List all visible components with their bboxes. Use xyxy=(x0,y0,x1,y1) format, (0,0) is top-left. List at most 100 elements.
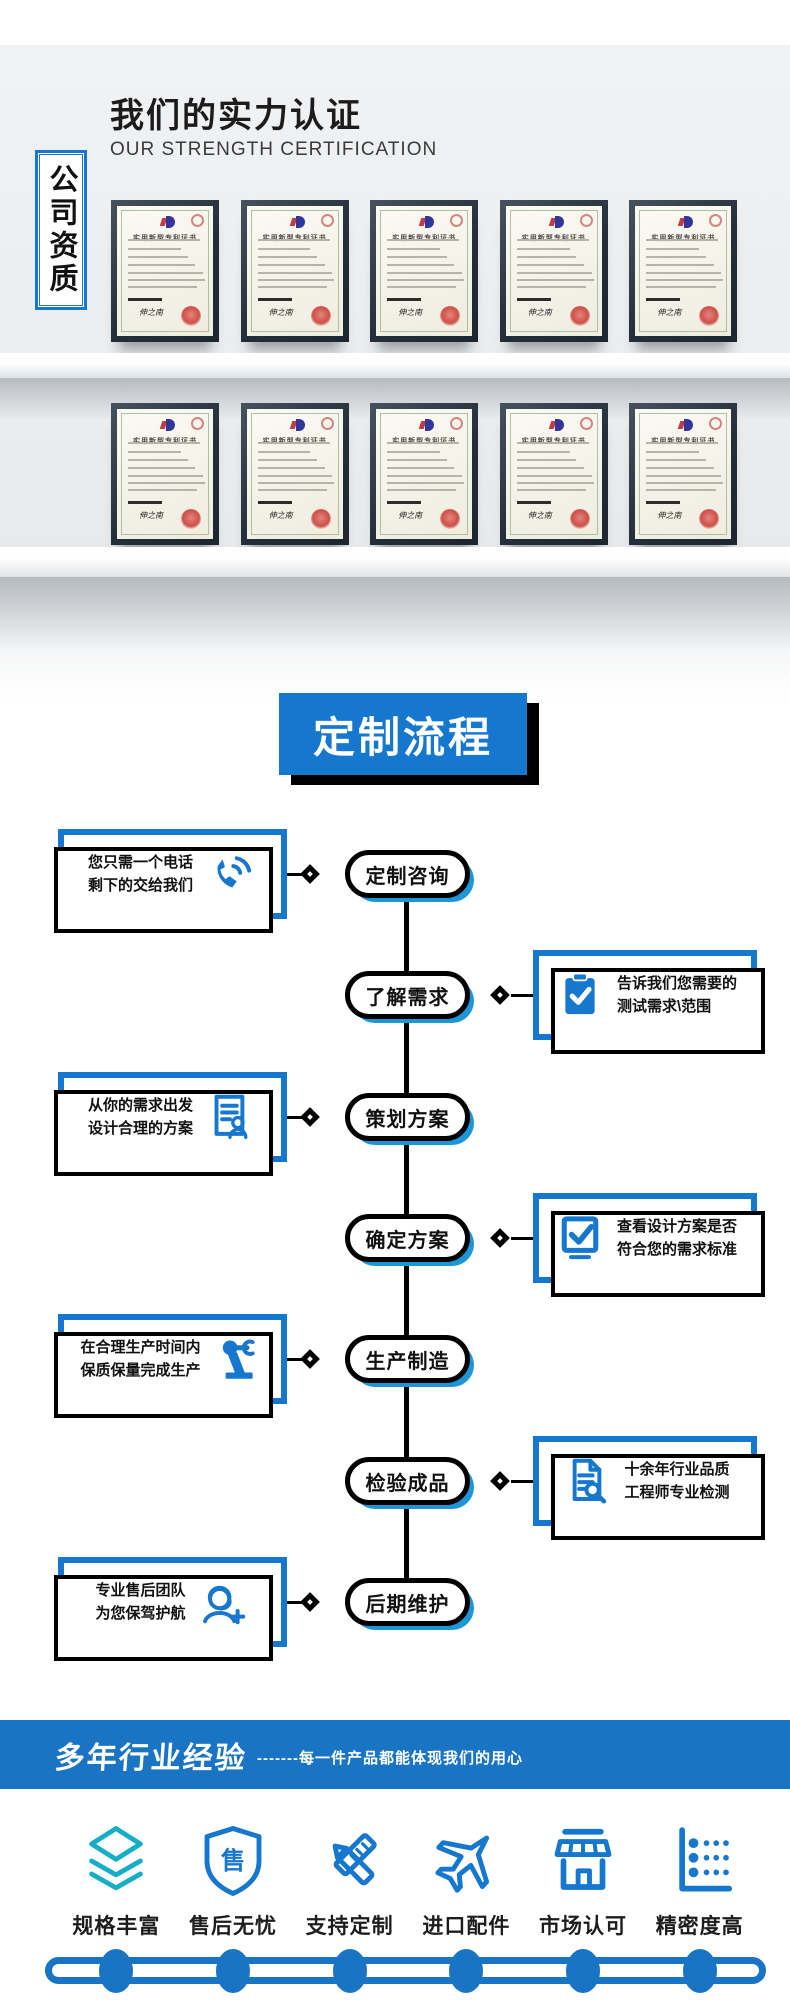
certificate-title: 实用新型专利证书 xyxy=(506,436,602,446)
flow-step-label: 后期维护 xyxy=(365,1593,450,1616)
flow-note-5: 在合理生产时间内保质保量完成生产 xyxy=(54,1314,287,1418)
certificate-paper: 实用新型专利证书 伸之南 xyxy=(117,206,213,336)
diamond-connector-icon xyxy=(490,1471,510,1491)
certificate-signature: 伸之南 xyxy=(657,308,682,317)
feature-list: 规格丰富 售 售后无忧 支持定制 进口配件 市场认可 精密度高 xyxy=(58,1822,758,1940)
flow-note-4: 查看设计方案是否符合您的需求标准 xyxy=(533,1193,765,1297)
store-icon xyxy=(544,1822,622,1900)
flow-note-text: 告诉我们您需要的测试需求\范围 xyxy=(616,974,737,1015)
patent-logo-icon xyxy=(289,216,305,228)
certificate-paper: 实用新型专利证书 伸之南 xyxy=(246,206,343,336)
certificate-signature: 伸之南 xyxy=(527,511,552,520)
patent-logo-icon xyxy=(159,419,175,431)
certificate-signature: 伸之南 xyxy=(398,511,423,520)
shelf-2-shadow xyxy=(0,577,790,652)
stamp-ring-icon xyxy=(450,214,464,227)
clipboard-check-icon xyxy=(553,968,607,1022)
flow-note-3: 从你的需求出发设计合理的方案 xyxy=(54,1072,287,1176)
certificate-frame: 实用新型专利证书 伸之南 xyxy=(499,200,608,342)
certificate-paper: 实用新型专利证书 伸之南 xyxy=(117,409,213,539)
certificate-title: 实用新型专利证书 xyxy=(117,436,213,446)
certificate-paper: 实用新型专利证书 伸之南 xyxy=(376,409,473,539)
flow-step-label: 检验成品 xyxy=(365,1472,450,1495)
diamond-connector-icon xyxy=(300,1349,320,1369)
stamp-ring-icon xyxy=(579,417,593,430)
flow-connector-line xyxy=(404,874,409,1602)
timeline-knob-2 xyxy=(216,1949,250,1993)
certificate-frame: 实用新型专利证书 伸之南 xyxy=(111,200,219,342)
diamond-connector-icon xyxy=(300,1107,320,1127)
certificate-shelf-row-2: 实用新型专利证书 伸之南 实用新型专利证书 伸之南 实用新型专利证书 伸之南 xyxy=(0,403,790,545)
certs-section-title: 我们的实力认证 xyxy=(110,97,362,135)
certificate-signature: 伸之南 xyxy=(139,308,163,317)
experience-banner-title: 多年行业经验 xyxy=(53,1741,248,1775)
patent-logo-icon xyxy=(548,216,564,228)
certificate-paper: 实用新型专利证书 伸之南 xyxy=(246,409,343,539)
feature-label: 售后无忧 xyxy=(189,1915,277,1938)
phone-icon xyxy=(203,847,257,901)
certificate-frame: 实用新型专利证书 伸之南 xyxy=(370,403,479,545)
flow-step-1: 定制咨询 xyxy=(345,850,470,898)
flow-note-6: 十余年行业品质工程师专业检测 xyxy=(533,1436,765,1540)
red-seal-icon xyxy=(310,509,331,529)
feature-label: 规格丰富 xyxy=(72,1915,161,1938)
shelf-2 xyxy=(0,547,790,577)
flow-step-label: 生产制造 xyxy=(365,1350,450,1373)
red-seal-icon xyxy=(310,306,331,326)
timeline-knob-6 xyxy=(683,1949,717,1993)
certificate-paper: 实用新型专利证书 伸之南 xyxy=(505,206,602,336)
flow-note-text: 在合理生产时间内保质保量完成生产 xyxy=(80,1338,201,1379)
feature-item-4: 进口配件 xyxy=(408,1822,525,1940)
certificate-title: 实用新型专利证书 xyxy=(506,233,602,243)
certificate-signature: 伸之南 xyxy=(268,308,293,317)
certificate-title: 实用新型专利证书 xyxy=(247,436,343,446)
certificate-frame: 实用新型专利证书 伸之南 xyxy=(240,200,349,342)
precision-icon xyxy=(661,1822,739,1900)
flow-step-label: 确定方案 xyxy=(365,1229,450,1252)
flow-step-label: 定制咨询 xyxy=(365,865,450,888)
document-person-icon xyxy=(203,1090,257,1144)
company-qualification-label: 公司资质 xyxy=(39,154,83,306)
flow-note-text: 专业售后团队为您保驾护航 xyxy=(95,1581,186,1622)
flow-step-2: 了解需求 xyxy=(345,971,470,1019)
diamond-connector-icon xyxy=(300,864,320,884)
diamond-connector-icon xyxy=(490,1228,510,1248)
timeline-knob-1 xyxy=(99,1949,133,1993)
timeline-knob-5 xyxy=(566,1949,600,1993)
flow-section-title-box: 定制流程 xyxy=(279,693,527,775)
company-qualification-badge: 公司资质 xyxy=(35,150,87,310)
flow-step-7: 后期维护 xyxy=(345,1578,470,1626)
certificate-signature: 伸之南 xyxy=(657,511,682,520)
certificate-frame: 实用新型专利证书 伸之南 xyxy=(499,403,608,545)
certificate-paper: 实用新型专利证书 伸之南 xyxy=(635,206,732,336)
flow-note-7: 专业售后团队为您保驾护航 xyxy=(54,1557,287,1661)
patent-logo-icon xyxy=(548,419,564,431)
certificate-signature: 伸之南 xyxy=(527,308,552,317)
svg-text:售: 售 xyxy=(221,1847,245,1875)
stamp-ring-icon xyxy=(320,214,334,227)
red-seal-icon xyxy=(699,509,720,529)
stamp-ring-icon xyxy=(709,417,723,430)
stamp-ring-icon xyxy=(579,214,593,227)
flow-note-text: 从你的需求出发设计合理的方案 xyxy=(87,1096,193,1137)
flow-step-label: 了解需求 xyxy=(365,986,450,1009)
certificate-frame: 实用新型专利证书 伸之南 xyxy=(370,200,479,342)
checkbox-icon xyxy=(553,1211,607,1265)
feature-label: 支持定制 xyxy=(305,1915,394,1938)
flow-step-3: 策划方案 xyxy=(345,1093,470,1141)
diamond-connector-icon xyxy=(490,985,510,1005)
flow-step-4: 确定方案 xyxy=(345,1214,470,1262)
feature-item-3: 支持定制 xyxy=(291,1822,408,1940)
feature-item-1: 规格丰富 xyxy=(58,1822,175,1940)
red-seal-icon xyxy=(440,509,461,529)
feature-label: 精密度高 xyxy=(655,1915,744,1938)
red-seal-icon xyxy=(569,509,590,529)
document-search-icon xyxy=(560,1454,614,1508)
certificate-title: 实用新型专利证书 xyxy=(376,233,472,243)
certificate-frame: 实用新型专利证书 伸之南 xyxy=(629,403,738,545)
feature-item-2: 售 售后无忧 xyxy=(175,1822,292,1940)
flow-section-title: 定制流程 xyxy=(312,713,493,761)
patent-logo-icon xyxy=(159,216,175,228)
certificate-frame: 实用新型专利证书 伸之南 xyxy=(629,200,738,342)
flow-note-2: 告诉我们您需要的测试需求\范围 xyxy=(533,950,765,1054)
